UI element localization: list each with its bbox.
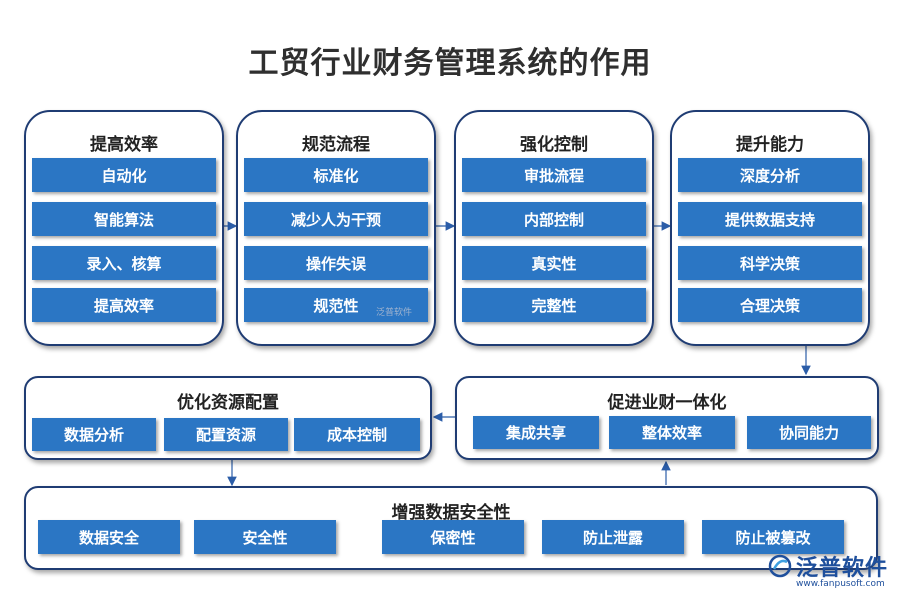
item-pill: 内部控制: [462, 202, 646, 236]
panel-title: 优化资源配置: [177, 393, 279, 413]
panel-strengthen-control: 强化控制 审批流程 内部控制 真实性 完整性: [454, 110, 654, 346]
item-pill: 规范性: [244, 288, 428, 322]
item-pill: 合理决策: [678, 288, 862, 322]
item-pill: 防止被篡改: [702, 520, 844, 554]
item-pill: 集成共享: [473, 416, 599, 449]
item-pill: 操作失误: [244, 246, 428, 280]
panel-title: 提高效率: [90, 135, 158, 155]
item-pill: 协同能力: [747, 416, 871, 449]
panel-enhance-capability: 提升能力 深度分析 提供数据支持 科学决策 合理决策: [670, 110, 870, 346]
item-pill: 提供数据支持: [678, 202, 862, 236]
item-pill: 真实性: [462, 246, 646, 280]
panel-business-finance-integration: 促进业财一体化 集成共享 整体效率 协同能力: [455, 376, 879, 460]
item-pill: 录入、核算: [32, 246, 216, 280]
item-pill: 防止泄露: [542, 520, 684, 554]
item-pill: 智能算法: [32, 202, 216, 236]
item-pill: 配置资源: [164, 418, 288, 451]
item-pill: 深度分析: [678, 158, 862, 192]
item-pill: 数据安全: [38, 520, 180, 554]
item-pill: 提高效率: [32, 288, 216, 322]
brand-name: 泛普软件: [796, 556, 889, 581]
brand-logo-icon: [768, 554, 792, 578]
panel-optimize-resources: 优化资源配置 数据分析 配置资源 成本控制: [24, 376, 432, 460]
watermark-text: 泛普软件: [376, 308, 413, 318]
item-pill: 完整性: [462, 288, 646, 322]
item-pill: 科学决策: [678, 246, 862, 280]
item-pill: 保密性: [382, 520, 524, 554]
item-pill: 审批流程: [462, 158, 646, 192]
panel-title: 促进业财一体化: [607, 393, 727, 413]
page-title: 工贸行业财务管理系统的作用: [248, 46, 652, 81]
panel-title: 增强数据安全性: [391, 503, 511, 523]
item-pill: 标准化: [244, 158, 428, 192]
brand-logo: 泛普软件 www.fanpusoft.com: [768, 550, 894, 592]
brand-url: www.fanpusoft.com: [796, 579, 885, 589]
panel-improve-efficiency: 提高效率 自动化 智能算法 录入、核算 提高效率: [24, 110, 224, 346]
panel-standardize-process: 规范流程 标准化 减少人为干预 操作失误 规范性: [236, 110, 436, 346]
panel-title: 规范流程: [302, 135, 370, 155]
item-pill: 减少人为干预: [244, 202, 428, 236]
panel-title: 强化控制: [520, 135, 588, 155]
item-pill: 安全性: [194, 520, 336, 554]
panel-data-security: 增强数据安全性 数据安全 安全性 保密性 防止泄露 防止被篡改: [24, 486, 878, 570]
item-pill: 自动化: [32, 158, 216, 192]
item-pill: 成本控制: [294, 418, 420, 451]
item-pill: 整体效率: [609, 416, 735, 449]
item-pill: 数据分析: [32, 418, 156, 451]
panel-title: 提升能力: [736, 135, 804, 155]
